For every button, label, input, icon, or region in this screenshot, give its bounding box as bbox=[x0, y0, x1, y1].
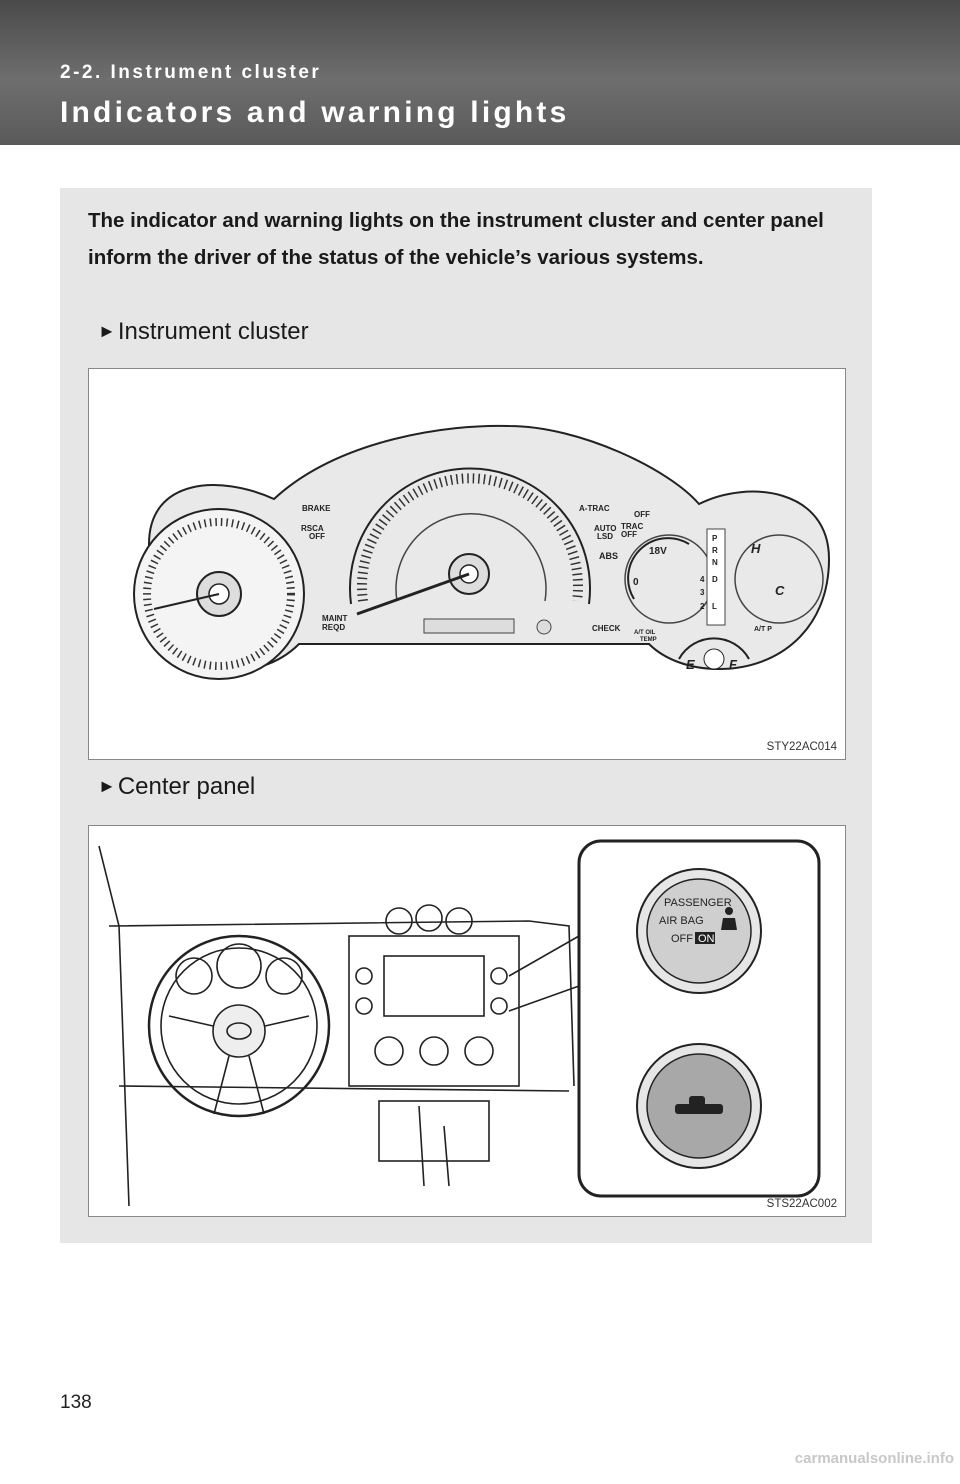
instrument-cluster-figure: BRAKE RSCA OFF MAINT REQD A-TRAC OFF AUT… bbox=[88, 368, 846, 760]
gear-4: 4 bbox=[700, 575, 705, 584]
center-panel-drawing: PASSENGER AIR BAG OFF ON bbox=[98, 839, 821, 1207]
page-number: 138 bbox=[60, 1392, 92, 1413]
center-panel-heading-label: Center panel bbox=[117, 773, 256, 800]
rsca-off-label: OFF bbox=[309, 532, 325, 541]
page-title: Indicators and warning lights bbox=[60, 96, 570, 129]
temp-cold-label: C bbox=[775, 583, 785, 598]
auto-lsd-auto-label: AUTO bbox=[594, 524, 617, 533]
fuel-empty-label: E bbox=[686, 657, 695, 672]
trac-label: TRAC bbox=[621, 522, 643, 531]
content-panel: The indicator and warning lights on the … bbox=[60, 188, 872, 1243]
at-oil-label: A/T OIL bbox=[634, 630, 656, 636]
speedometer-gauge bbox=[349, 467, 591, 635]
passenger-label: PASSENGER bbox=[664, 897, 732, 909]
gear-d: D bbox=[712, 575, 718, 584]
airbag-label: AIR BAG bbox=[659, 915, 704, 927]
maint-label: MAINT bbox=[322, 614, 347, 623]
instrument-cluster-drawing: BRAKE RSCA OFF MAINT REQD A-TRAC OFF AUT… bbox=[133, 424, 831, 680]
trac-off-label: OFF bbox=[621, 530, 637, 539]
instrument-cluster-heading-label: Instrument cluster bbox=[117, 318, 309, 345]
voltage-max-label: 18V bbox=[649, 546, 667, 557]
tachometer-gauge bbox=[133, 508, 305, 680]
figure-code: STS22AC002 bbox=[766, 1198, 837, 1210]
atrac-off-label: OFF bbox=[634, 510, 650, 519]
center-panel-heading: ►Center panel bbox=[98, 773, 255, 801]
atp-label: A/T P bbox=[754, 626, 772, 633]
off-label: OFF bbox=[671, 933, 693, 945]
gear-n: N bbox=[712, 558, 718, 567]
gear-p: P bbox=[712, 534, 718, 543]
at-oil-temp-label: TEMP bbox=[640, 637, 657, 643]
check-label: CHECK bbox=[592, 624, 621, 633]
reqd-label: REQD bbox=[322, 623, 345, 632]
fuel-gauge bbox=[678, 637, 750, 670]
section-label: 2-2. Instrument cluster bbox=[60, 62, 322, 83]
gear-l: L bbox=[712, 602, 717, 611]
header-band: 2-2. Instrument cluster Indicators and w… bbox=[0, 0, 960, 145]
gear-indicator-strip bbox=[706, 528, 726, 626]
security-indicator-icon bbox=[675, 1096, 723, 1114]
instrument-cluster-heading: ►Instrument cluster bbox=[98, 318, 309, 346]
on-label: ON bbox=[698, 933, 715, 945]
voltage-min-label: 0 bbox=[633, 577, 639, 588]
atrac-label: A-TRAC bbox=[579, 504, 610, 513]
gear-3: 3 bbox=[700, 588, 705, 597]
footer-watermark: carmanualsonline.info bbox=[794, 1450, 954, 1467]
brake-warning-label: BRAKE bbox=[302, 504, 331, 513]
auto-lsd-lsd-label: LSD bbox=[597, 532, 613, 541]
rsca-label: RSCA bbox=[301, 524, 324, 533]
temp-hot-label: H bbox=[751, 541, 761, 556]
temperature-gauge bbox=[734, 534, 824, 624]
triangle-arrow-right-icon: ► bbox=[98, 776, 116, 796]
gear-r: R bbox=[712, 546, 718, 555]
figure-code: STY22AC014 bbox=[766, 741, 837, 753]
gear-2: 2 bbox=[700, 602, 705, 611]
fuel-full-label: F bbox=[729, 657, 738, 672]
abs-label: ABS bbox=[599, 551, 618, 561]
triangle-arrow-right-icon: ► bbox=[98, 321, 116, 341]
center-panel-figure: PASSENGER AIR BAG OFF ON STS22AC002 bbox=[88, 825, 846, 1217]
intro-text: The indicator and warning lights on the … bbox=[88, 209, 824, 269]
seatbelt-icon bbox=[721, 907, 737, 930]
